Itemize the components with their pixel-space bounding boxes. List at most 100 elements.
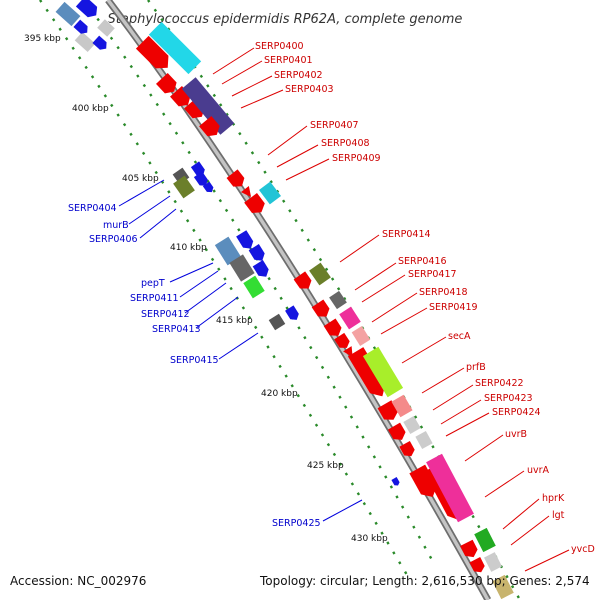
- gene-block-murB: [173, 175, 195, 199]
- gene-label: SERP0409: [332, 153, 381, 164]
- gene-block-395-c: [73, 31, 97, 53]
- gene-label: yvcD: [571, 544, 595, 555]
- gene-tri-0408: [240, 185, 252, 197]
- gene-label: SERP0423: [484, 393, 533, 404]
- gene-arrow-0423: [399, 440, 415, 457]
- gene-label: SERP0415: [170, 355, 219, 366]
- gene-label: lgt: [552, 510, 565, 521]
- gene-arrow-0414: [293, 271, 312, 289]
- gene-arrow-hprK: [460, 539, 478, 558]
- gene-arrow-secA: [347, 347, 386, 397]
- gene-block-0414: [309, 262, 331, 286]
- gene-arrow-prfB: [377, 400, 398, 420]
- gene-block-0424: [415, 430, 433, 450]
- genome-title: Staphylococcus epidermidis RP62A, comple…: [108, 12, 463, 27]
- gene-arrow-0422: [387, 422, 406, 440]
- gene-label: SERP0414: [382, 229, 431, 240]
- gene-block-0422: [403, 415, 421, 435]
- gene-label: SERP0402: [274, 70, 323, 81]
- gene-block-pepT: [214, 236, 242, 266]
- gene-arrow-0408: [244, 192, 265, 214]
- plus-strand-genes: [135, 21, 514, 600]
- gene-arrow-406-b: [193, 171, 208, 186]
- gene-block-413: [243, 275, 265, 299]
- gene-label: SERP0416: [398, 256, 447, 267]
- gene-tri-0419: [343, 346, 353, 358]
- gene-arrow-0407: [226, 169, 245, 187]
- gene-block-0409: [258, 181, 282, 205]
- gene-block-395-d: [96, 18, 116, 38]
- gene-label: SERP0422: [475, 378, 524, 389]
- gene-label: secA: [448, 331, 471, 342]
- gene-arrow-0417: [323, 318, 342, 336]
- gene-block-0403-violet: [181, 77, 235, 135]
- gene-block-secA: [362, 346, 404, 398]
- gene-block-prfB: [391, 394, 413, 418]
- gene-arrow-0403-b: [199, 115, 220, 137]
- gene-label: SERP0400: [255, 41, 304, 52]
- gene-block-hprK: [474, 527, 496, 553]
- gene-arrow-411-b: [248, 244, 265, 261]
- gene-label: SERP0403: [285, 84, 334, 95]
- gene-label: SERP0419: [429, 302, 478, 313]
- gene-arrow-0418: [334, 332, 350, 348]
- gene-arrow-412: [252, 260, 269, 277]
- gene-block-395-a: [54, 1, 82, 27]
- minus-strand-genes: [54, 0, 400, 486]
- gene-label: pepT: [141, 278, 165, 289]
- gene-block-yvcD: [492, 574, 514, 600]
- gene-arrow-0416: [311, 299, 330, 317]
- gene-arrow-395-b: [75, 0, 98, 18]
- gene-label: SERP0411: [130, 293, 179, 304]
- tick-label: 405 kbp: [122, 174, 159, 184]
- gene-label: SERP0417: [408, 269, 457, 280]
- tick-label: 430 kbp: [351, 534, 388, 544]
- gene-label: SERP0406: [89, 234, 138, 245]
- gene-arrow-lgt: [469, 557, 485, 573]
- gene-label: SERP0407: [310, 120, 359, 131]
- gene-label: SERP0413: [152, 324, 201, 335]
- gene-label: uvrA: [527, 465, 550, 476]
- gene-arrow-0401: [156, 72, 177, 94]
- tick-label: 420 kbp: [261, 389, 298, 399]
- gene-label: SERP0418: [419, 287, 468, 298]
- gene-label: SERP0404: [68, 203, 117, 214]
- gene-arrow-uvrB: [409, 464, 437, 497]
- gene-label: prfB: [466, 362, 486, 373]
- tick-label: 400 kbp: [72, 104, 109, 114]
- gene-label: SERP0425: [272, 518, 321, 529]
- gene-label: SERP0401: [264, 55, 313, 66]
- minus-label-leaders: [118, 179, 363, 522]
- gene-arrow-415: [285, 305, 299, 320]
- gene-label: SERP0408: [321, 138, 370, 149]
- gene-block-lgt: [484, 552, 502, 572]
- gene-block-0416: [329, 290, 347, 310]
- gene-block-0418: [351, 326, 371, 346]
- accession-text: Accession: NC_002976: [10, 574, 147, 588]
- tick-label: 425 kbp: [307, 461, 344, 471]
- gene-label: hprK: [542, 493, 565, 504]
- minus-strand-labels: SERP0404 murB SERP0406 pepT SERP0411 SER…: [68, 203, 321, 529]
- gc-content-ring: [39, 0, 522, 600]
- tick-labels: 395 kbp 400 kbp 405 kbp 410 kbp 415 kbp …: [24, 34, 388, 544]
- gene-label: uvrB: [505, 429, 527, 440]
- gene-block-0417: [339, 306, 361, 330]
- genome-summary-text: Topology: circular; Length: 2,616,530 bp…: [260, 574, 590, 588]
- gene-arrow-411-a: [236, 230, 254, 249]
- gene-arrow-0400: [135, 35, 169, 69]
- gene-arrow-406-c: [202, 181, 214, 193]
- tick-label: 415 kbp: [216, 316, 253, 326]
- gene-label: murB: [103, 220, 129, 231]
- gene-block-uvrA: [426, 453, 474, 523]
- tick-label: 410 kbp: [170, 243, 207, 253]
- gene-arrow-395-e: [92, 35, 107, 50]
- gene-label: SERP0412: [141, 309, 190, 320]
- gene-arrow-395-f: [73, 19, 88, 34]
- plus-label-leaders: [212, 47, 570, 572]
- gene-label: SERP0424: [492, 407, 541, 418]
- tick-label: 395 kbp: [24, 34, 61, 44]
- plus-strand-labels: SERP0400 SERP0401 SERP0402 SERP0403 SERP…: [255, 41, 595, 555]
- gene-block-415: [268, 313, 286, 331]
- gene-arrow-425: [391, 477, 400, 486]
